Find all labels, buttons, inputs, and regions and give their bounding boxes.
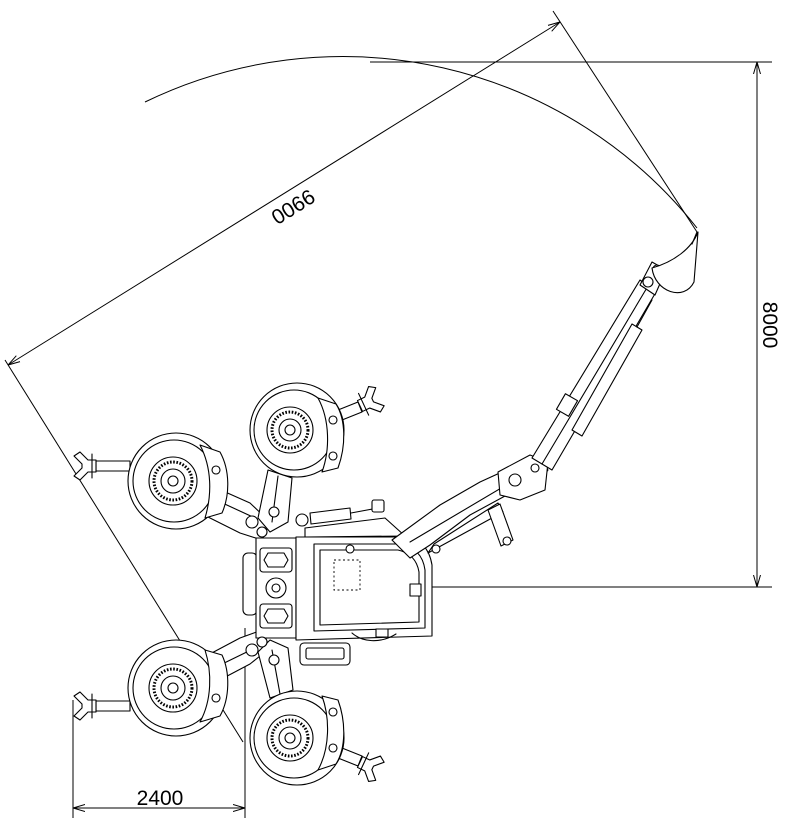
- chassis: [242, 526, 297, 648]
- cab-seat-outline: [333, 559, 361, 591]
- hub-center: [284, 424, 296, 436]
- foot-arm-upper-left: [95, 460, 131, 472]
- knuckle-pin-main: [508, 473, 522, 487]
- fork-upper-right-pivot-bottom: [328, 451, 338, 461]
- hub-teeth: [152, 460, 194, 502]
- hub-teeth: [270, 410, 310, 450]
- hub-center: [167, 475, 179, 487]
- boom-assembly: [295, 231, 699, 559]
- stick-bracket: [555, 393, 579, 417]
- chassis-center-block: [255, 537, 297, 639]
- fork-upper-right: [317, 397, 345, 473]
- height-dimension: 8000: [370, 61, 781, 588]
- chassis-lower-hinge: [259, 603, 293, 629]
- knuckle-pin-small: [530, 463, 540, 473]
- chassis-slew-center: [271, 583, 281, 593]
- fork-upper-left-pivot: [211, 465, 221, 475]
- stick: [531, 279, 657, 471]
- bucket-swing-arc: [144, 56, 698, 229]
- hub-inner: [278, 418, 302, 442]
- claw-pin: [358, 392, 370, 416]
- chassis-upper-hinge: [259, 547, 293, 573]
- foot-arm-lower-left: [95, 700, 131, 712]
- bucket: [651, 231, 699, 294]
- wheel-lower-left: [127, 639, 225, 737]
- hub-inner: [278, 726, 302, 750]
- reach-dimension-label: 0066: [268, 185, 320, 229]
- height-dimension-label: 8000: [758, 302, 781, 349]
- fork-lower-left-pivot: [211, 693, 221, 703]
- claw-upper-left: [73, 451, 97, 481]
- claw-upper-right: [356, 385, 385, 416]
- bucket-link-pin-lower: [642, 276, 654, 288]
- chassis-hinge-top: [256, 526, 268, 538]
- cab-step: [299, 642, 351, 666]
- wheel-forks: [199, 397, 345, 771]
- hub-rim: [266, 406, 314, 454]
- boom-foot-pin: [295, 513, 309, 527]
- cab-mirror: [409, 583, 422, 597]
- claw-lower-right: [356, 752, 385, 783]
- chassis-left-strip: [242, 552, 258, 616]
- foot-spacing-dimension-label: 2400: [137, 787, 184, 810]
- hub-teeth: [152, 667, 194, 709]
- hub-inner: [160, 675, 186, 701]
- cab-step-tread: [305, 647, 345, 660]
- hub-inner: [160, 468, 186, 494]
- wheel-upper-left: [127, 432, 225, 530]
- cab-hatch-knob: [345, 544, 355, 554]
- leg-upper-right-hinge: [268, 506, 280, 518]
- fork-upper-right-pivot-top: [328, 415, 338, 425]
- boom-lift-cylinder-end: [371, 499, 385, 513]
- feet: [73, 385, 385, 783]
- hose-fitting: [375, 628, 389, 638]
- hub-center: [167, 682, 179, 694]
- hub-rim: [148, 456, 198, 506]
- offset-cylinder: [487, 503, 514, 547]
- hub-teeth: [270, 718, 310, 758]
- chassis-hinge-bottom: [256, 636, 268, 648]
- fork-lower-left: [199, 649, 229, 723]
- fork-upper-left: [199, 444, 229, 519]
- hydraulic-hose: [351, 632, 397, 642]
- hub-rim: [148, 663, 198, 713]
- chassis-lower-hex: [263, 608, 289, 624]
- fork-lower-right-pivot-top: [328, 707, 338, 717]
- reach-extension-line-top: [552, 10, 698, 233]
- fork-lower-right-pivot-bottom: [328, 743, 338, 753]
- chassis-upper-hex: [263, 552, 289, 568]
- fork-lower-right: [317, 695, 345, 771]
- claw-pin: [358, 752, 370, 776]
- claw-jaw: [73, 691, 97, 721]
- leg-lower-right-hinge: [268, 654, 280, 666]
- boom-cylinder-pin: [431, 544, 441, 554]
- bucket-tooth: [691, 231, 698, 245]
- claw-jaw: [73, 451, 97, 481]
- hub-rim: [266, 714, 314, 762]
- hub-center: [284, 732, 296, 744]
- cab: [295, 517, 433, 666]
- claw-lower-left: [73, 691, 97, 721]
- chassis-slew-ring: [265, 577, 287, 599]
- arm-cylinder-rod: [636, 299, 653, 328]
- stick-web: [541, 285, 649, 465]
- reach-dimension-line: [8, 22, 560, 365]
- boom-lift-cylinder-barrel: [309, 507, 352, 525]
- cab-glass: [319, 549, 420, 626]
- leg-upper-left-hinge: [245, 515, 259, 529]
- arm-cylinder: [571, 323, 643, 437]
- offset-cylinder-pin: [502, 536, 512, 546]
- leg-lower-left-hinge: [245, 643, 259, 657]
